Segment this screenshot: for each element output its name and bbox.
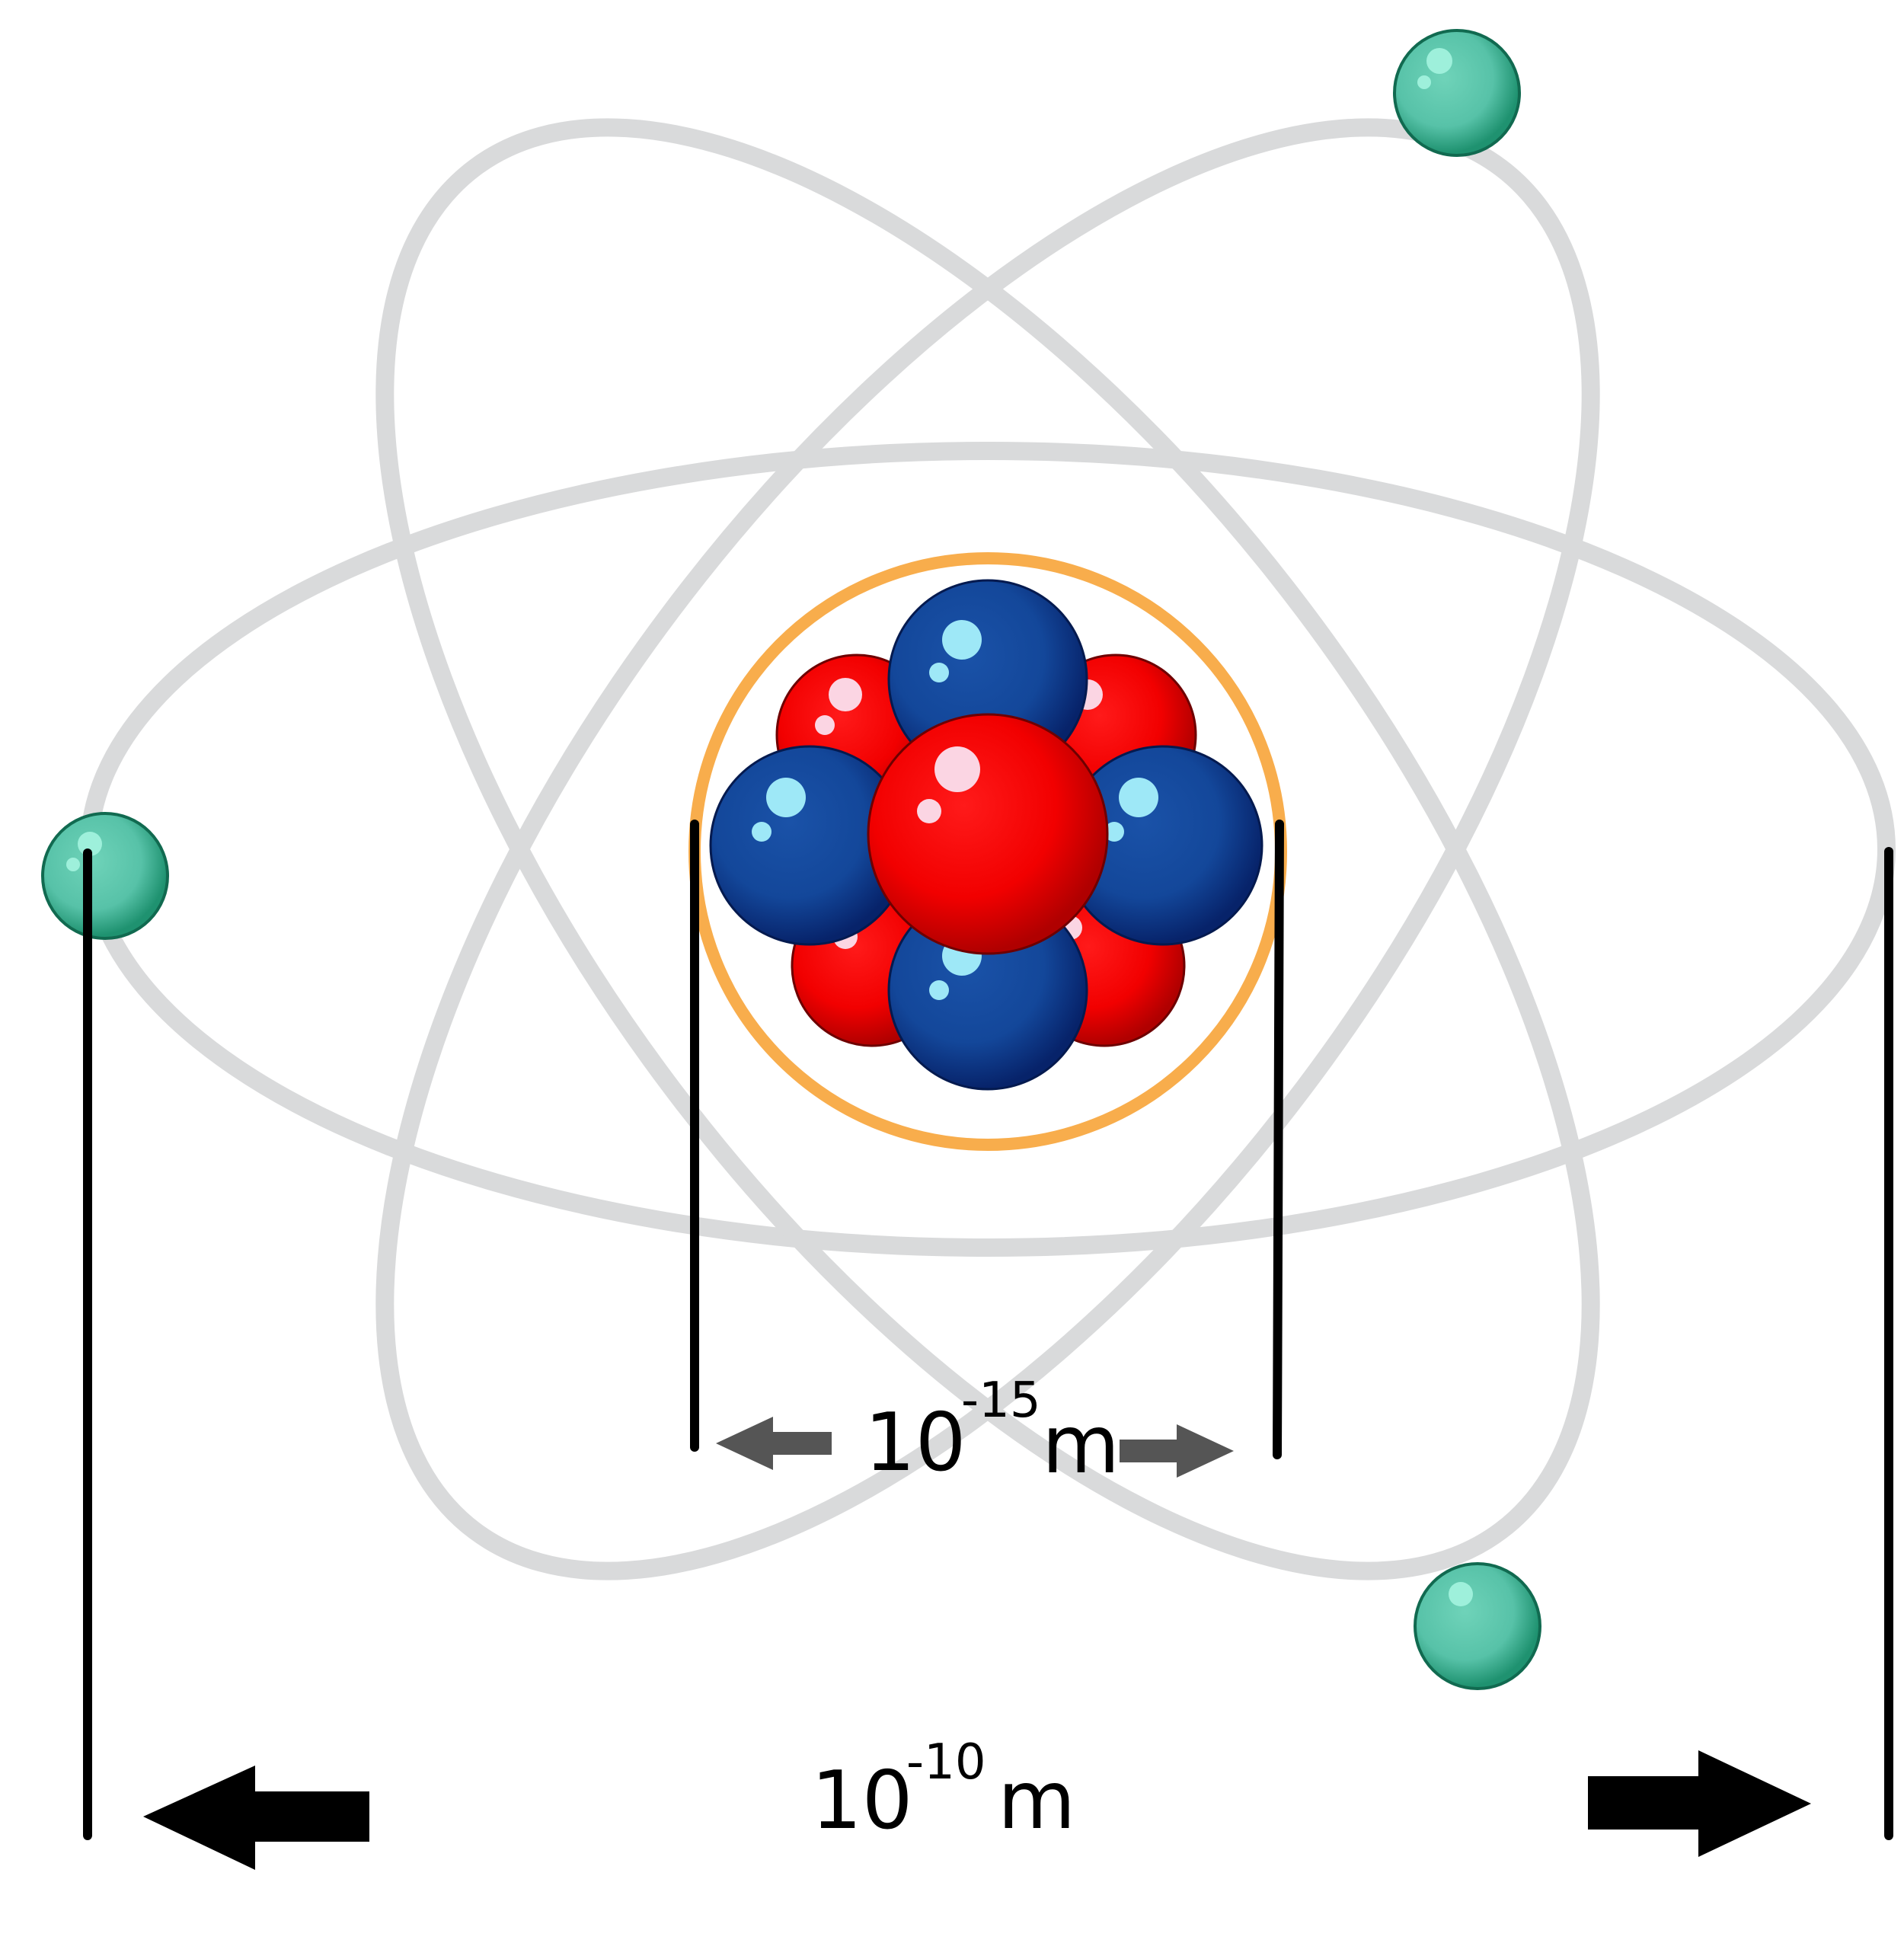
- nucleus-dimension-lines: [690, 820, 1284, 1459]
- orbit-tilted-right: [375, 118, 1600, 1580]
- neutron-sphere-icon: [1062, 745, 1263, 946]
- arrow-right-icon: [1588, 1750, 1811, 1857]
- atom-size-label: 10 -10 m: [811, 1734, 1075, 1847]
- neutron-sphere-icon: [709, 745, 910, 946]
- orbit-tilted-left: [375, 118, 1600, 1580]
- nucleus-size-label: 10 -15 m: [864, 1373, 1120, 1491]
- nucleus: [709, 579, 1263, 1091]
- electron-sphere-icon: [1414, 1562, 1541, 1690]
- proton-sphere-icon: [867, 713, 1109, 955]
- arrow-right-icon: [1120, 1424, 1234, 1478]
- electron-sphere-icon: [41, 812, 169, 940]
- arrow-left-icon: [716, 1417, 832, 1470]
- electron-sphere-icon: [1393, 29, 1521, 157]
- arrow-left-icon: [143, 1766, 369, 1870]
- atom-dimension-lines: [83, 847, 1893, 1840]
